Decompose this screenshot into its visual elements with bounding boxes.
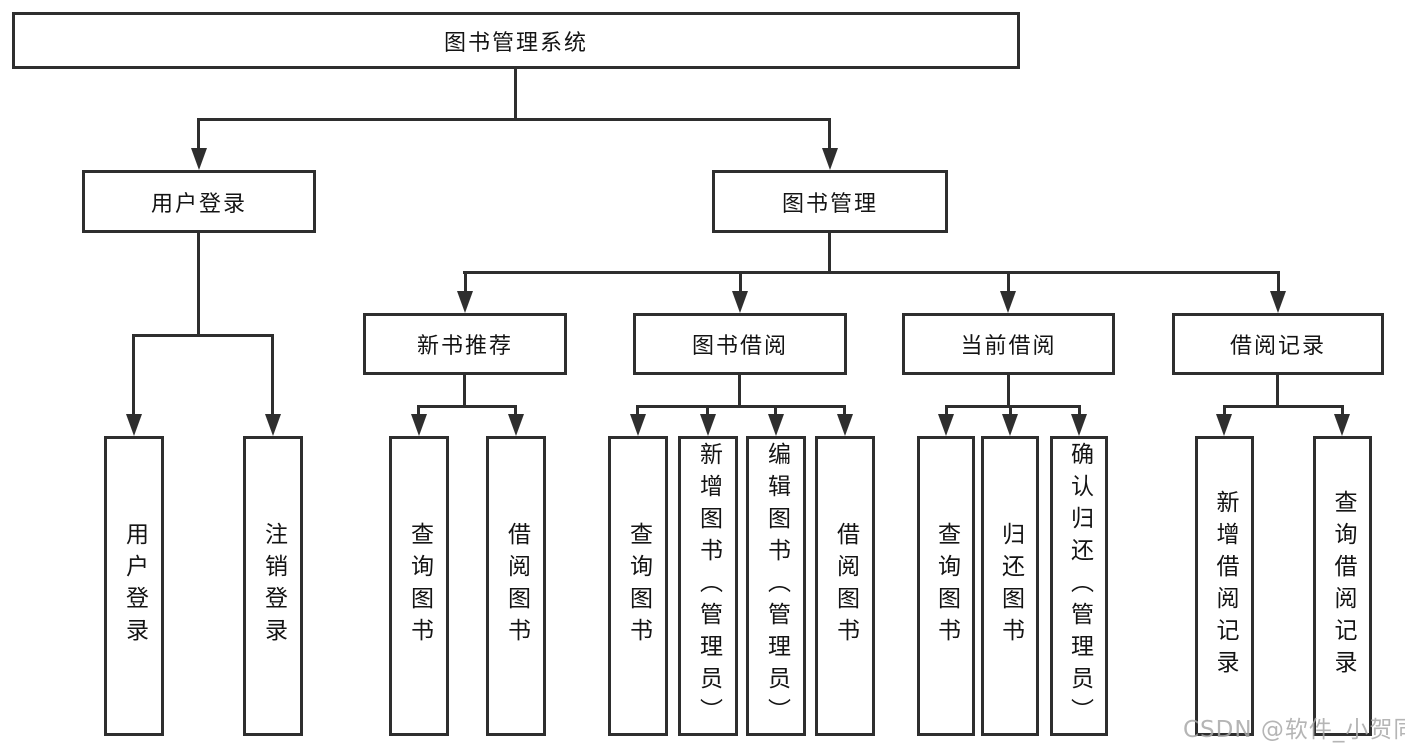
arrowhead-down-icon bbox=[191, 148, 207, 170]
connector-leaf-stem bbox=[417, 408, 420, 416]
arrowhead-down-icon bbox=[265, 414, 281, 436]
arrowhead-down-icon bbox=[1000, 291, 1016, 313]
node-library-system: 图书管理系统 bbox=[12, 12, 1020, 69]
node-book-management: 图书管理 bbox=[712, 170, 948, 233]
node-leaf-borrow-books: 借阅图书 bbox=[815, 436, 875, 736]
connector-book-borrow-vline bbox=[738, 375, 741, 407]
arrowhead-down-icon bbox=[1002, 414, 1018, 436]
node-leaf-confirm-return-admin: 确认归还（管理员） bbox=[1050, 436, 1108, 736]
connector-section-stem bbox=[464, 274, 467, 293]
csdn-watermark: CSDN @软件_小贺同学 bbox=[1183, 717, 1405, 743]
node-leaf-user-login: 用户登录 bbox=[104, 436, 164, 736]
leaf-label: 新增借阅记录 bbox=[1212, 490, 1238, 682]
leaf-label: 确认归还（管理员） bbox=[1066, 442, 1093, 730]
node-leaf-query-borrow-record: 查询借阅记录 bbox=[1313, 436, 1372, 736]
connector-leaf-stem bbox=[514, 408, 517, 416]
node-book-borrowing: 图书借阅 bbox=[633, 313, 847, 375]
arrowhead-down-icon bbox=[1071, 414, 1087, 436]
node-current-borrowing: 当前借阅 bbox=[902, 313, 1115, 375]
leaf-label: 借阅图书 bbox=[832, 522, 859, 650]
connector-book-management-stem bbox=[828, 120, 831, 150]
arrowhead-down-icon bbox=[411, 414, 427, 436]
node-leaf-query-books-current: 查询图书 bbox=[917, 436, 975, 736]
leaf-label: 注销登录 bbox=[260, 522, 287, 650]
connector-leaf-stem bbox=[636, 408, 639, 416]
connector-leaf-stem bbox=[1341, 408, 1344, 416]
arrowhead-down-icon bbox=[938, 414, 954, 436]
connector-borrow-records-hline bbox=[1223, 405, 1344, 408]
connector-leaf-stem bbox=[706, 408, 709, 416]
connector-leaf-stem bbox=[1009, 408, 1012, 416]
arrowhead-down-icon bbox=[700, 414, 716, 436]
connector-new-books-hline bbox=[417, 405, 517, 408]
node-borrowing-records: 借阅记录 bbox=[1172, 313, 1384, 375]
arrowhead-down-icon bbox=[732, 291, 748, 313]
connector-root-hline bbox=[197, 118, 831, 121]
node-leaf-edit-books-admin: 编辑图书（管理员） bbox=[746, 436, 806, 736]
connector-leaf-stem bbox=[1223, 408, 1226, 416]
connector-section-stem bbox=[739, 274, 742, 293]
arrowhead-down-icon bbox=[1216, 414, 1232, 436]
node-leaf-add-books-admin: 新增图书（管理员） bbox=[678, 436, 738, 736]
arrowhead-down-icon bbox=[508, 414, 524, 436]
arrowhead-down-icon bbox=[457, 291, 473, 313]
connector-leaf-stem bbox=[945, 408, 948, 416]
leaf-label: 查询图书 bbox=[933, 522, 960, 650]
connector-root-vline bbox=[514, 68, 517, 120]
node-leaf-borrow-books-recommend: 借阅图书 bbox=[486, 436, 546, 736]
connector-section-stem bbox=[1007, 274, 1010, 293]
connector-book-management-hline bbox=[463, 271, 1280, 274]
leaf-label: 借阅图书 bbox=[503, 522, 530, 650]
node-leaf-logout: 注销登录 bbox=[243, 436, 303, 736]
connector-user-login-hline bbox=[132, 334, 274, 337]
node-user-login: 用户登录 bbox=[82, 170, 316, 233]
connector-book-management-vline bbox=[828, 233, 831, 272]
leaf-label: 新增图书（管理员） bbox=[695, 442, 722, 730]
connector-leaf-stem bbox=[774, 408, 777, 416]
connector-new-books-vline bbox=[463, 375, 466, 407]
node-new-book-recommend: 新书推荐 bbox=[363, 313, 567, 375]
connector-current-borrow-hline bbox=[945, 405, 1081, 408]
leaf-label: 编辑图书（管理员） bbox=[763, 442, 790, 730]
node-leaf-add-borrow-record: 新增借阅记录 bbox=[1195, 436, 1254, 736]
node-leaf-query-books-recommend: 查询图书 bbox=[389, 436, 449, 736]
arrowhead-down-icon bbox=[630, 414, 646, 436]
leaf-label: 查询借阅记录 bbox=[1330, 490, 1356, 682]
node-leaf-query-books: 查询图书 bbox=[608, 436, 668, 736]
connector-leaf-stem bbox=[843, 408, 846, 416]
arrowhead-down-icon bbox=[1270, 291, 1286, 313]
connector-leaf-stem bbox=[271, 336, 274, 414]
connector-book-borrow-hline bbox=[636, 405, 846, 408]
arrowhead-down-icon bbox=[837, 414, 853, 436]
leaf-label: 查询图书 bbox=[406, 522, 433, 650]
connector-borrow-records-vline bbox=[1276, 375, 1279, 407]
leaf-label: 查询图书 bbox=[625, 522, 652, 650]
arrowhead-down-icon bbox=[822, 148, 838, 170]
leaf-label: 用户登录 bbox=[121, 522, 148, 650]
connector-section-stem bbox=[1277, 274, 1280, 293]
connector-current-borrow-vline bbox=[1007, 375, 1010, 407]
arrowhead-down-icon bbox=[1334, 414, 1350, 436]
arrowhead-down-icon bbox=[768, 414, 784, 436]
connector-leaf-stem bbox=[1078, 408, 1081, 416]
connector-leaf-stem bbox=[132, 336, 135, 414]
connector-user-login-vline bbox=[197, 233, 200, 336]
leaf-label: 归还图书 bbox=[997, 522, 1024, 650]
arrowhead-down-icon bbox=[126, 414, 142, 436]
node-leaf-return-books: 归还图书 bbox=[981, 436, 1039, 736]
connector-user-login-stem bbox=[197, 120, 200, 150]
